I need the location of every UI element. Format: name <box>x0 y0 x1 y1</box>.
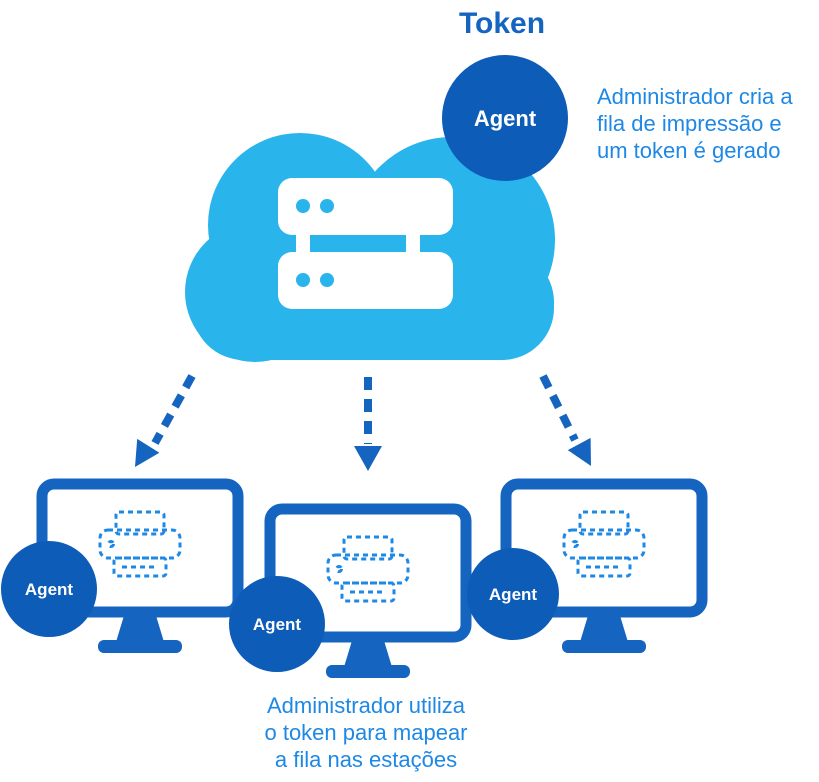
agent-badge-left: Agent <box>1 541 97 637</box>
agent-badge-top: Agent <box>442 55 568 181</box>
agent-badge-right: Agent <box>467 548 559 640</box>
note-bottom-line3: a fila nas estações <box>275 747 457 772</box>
note-top-right-line1: Administrador cria a <box>597 84 793 109</box>
agent-badge-top-label: Agent <box>474 106 537 131</box>
note-top-right-line2: fila de impressão e <box>597 111 782 136</box>
note-bottom: Administrador utiliza o token para mapea… <box>264 693 467 772</box>
diagram-title: Token <box>459 7 545 40</box>
note-bottom-line2: o token para mapear <box>264 720 467 745</box>
agent-badge-center: Agent <box>229 576 325 672</box>
agent-badge-left-label: Agent <box>25 580 74 599</box>
agent-badge-right-label: Agent <box>489 585 538 604</box>
arrow-center <box>354 377 382 471</box>
arrow-left <box>135 374 196 467</box>
note-bottom-line1: Administrador utiliza <box>267 693 466 718</box>
server-icon <box>278 178 453 309</box>
agent-badge-center-label: Agent <box>253 615 302 634</box>
arrow-right <box>539 374 591 466</box>
note-top-right: Administrador cria a fila de impressão e… <box>597 84 793 163</box>
note-top-right-line3: um token é gerado <box>597 138 780 163</box>
